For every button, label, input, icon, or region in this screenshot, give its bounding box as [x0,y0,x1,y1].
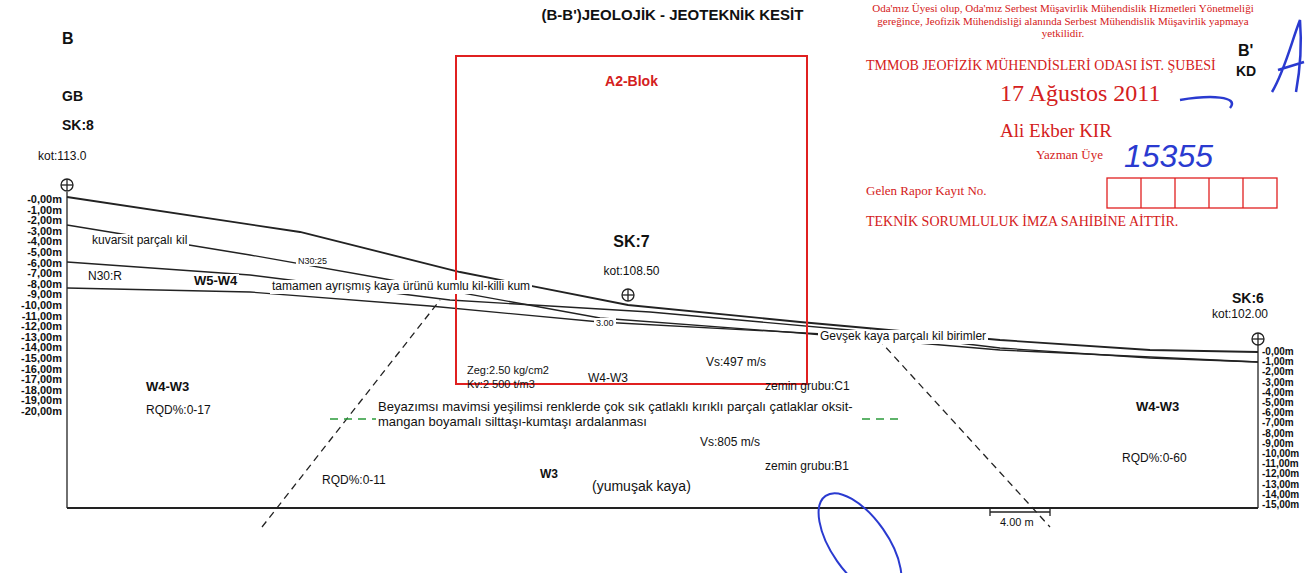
parameter-label: Kv:2 500 t/m3 [467,378,535,391]
borehole-name: SK:7 [457,233,806,251]
stamp-text: Oda'mız Üyesi olup, Oda'mız Serbest Müşa… [856,2,1270,40]
elevation-label: kot:102.00 [1212,308,1268,322]
spt-value: N30:R [86,270,124,284]
elevation-label: kot:108.50 [457,265,806,279]
velocity-label: Vs:805 m/s [700,436,760,450]
layer-label: Gevşek kaya parçalı kil birimler [818,330,988,344]
spt-value: N30:25 [296,256,329,266]
layer-label: kuvarsit parçalı kil [90,234,189,248]
depth-scale: -17,00m [8,374,62,385]
depth-scale: -15,00m [8,353,62,364]
layer-boundary [67,225,1258,362]
depth-scale: -13,00m [8,332,62,343]
weathering-grade: W4-W3 [588,372,628,386]
depth-scale: -6,00m [1262,408,1294,418]
depth-scale: -8,00m [8,279,62,290]
depth-scale: -11,00m [1262,459,1299,469]
zone-boundary [870,330,1050,527]
signature-scribble [1180,97,1232,108]
depth-value: 3.00 [594,318,616,328]
depth-scale: -18,00m [8,385,62,396]
stamp-oval [803,480,918,573]
depth-scale: -8,00m [1262,429,1294,439]
soil-group-label: zemin grubu:B1 [765,460,849,474]
weathering-grade: W4-W3 [146,380,189,395]
depth-scale: -2,00m [1262,367,1294,377]
record-number-boxes [1107,178,1277,208]
depth-scale: -3,00m [1262,378,1294,388]
borehole-name: SK:6 [1232,290,1264,306]
handwritten-number: 15355 [1124,138,1213,175]
depth-scale: -5,00m [8,247,62,258]
rqd-label: RQD%:0-17 [146,404,211,418]
depth-scale: -11,00m [8,311,62,322]
scale-bar [990,508,1050,516]
depth-scale: -12,00m [8,321,62,332]
diagram-title: (B-B')JEOLOJİK - JEOTEKNİK KESİT [500,6,845,23]
depth-scale: -16,00m [8,364,62,375]
direction-label: KD [1236,63,1256,79]
stamp-text: TEKNİK SORUMLULUK İMZA SAHİBİNE AİTTİR. [866,214,1178,230]
weathering-grade: W4-W3 [1136,400,1179,415]
block-outline: A2-BlokSK:7 kot:108.50 [455,55,808,385]
depth-scale: -2,00m [8,215,62,226]
depth-scale: -7,00m [8,268,62,279]
parameter-label: Zeg:2.50 kg/cm2 [467,364,549,377]
borehole-name: SK:8 [62,117,94,133]
stamp-text: Yazman Üye [1036,148,1103,163]
layer-label: tamamen ayrışmış kaya ürünü kumlu kil-ki… [270,280,532,294]
depth-scale: -12,00m [1262,469,1299,479]
layer-boundary [67,288,860,336]
right-axis [1257,345,1258,508]
stamp-name: Ali Ekber KIR [1000,120,1112,142]
depth-scale: -19,00m [8,395,62,406]
rqd-label: RQD%:0-11 [322,474,386,488]
depth-scale: -14,00m [8,342,62,353]
stamp-text: TMMOB JEOFİZİK MÜHENDİSLERİ ODASI İST. Ş… [866,58,1216,74]
direction-label: GB [62,88,83,104]
weathering-grade: W5-W4 [192,274,239,289]
weathering-grade: W3 [540,468,558,482]
borehole-symbol [1252,333,1264,345]
scale-label: 4.00 m [1000,516,1034,529]
velocity-label: Vs:497 m/s [706,356,766,370]
depth-scale: -9,00m [1262,439,1294,449]
depth-scale: -4,00m [1262,388,1294,398]
base-line [67,507,1258,509]
depth-scale: -4,00m [8,236,62,247]
depth-scale: -0,00m [1262,347,1294,357]
section-end: B' [1238,42,1253,60]
depth-scale: -3,00m [8,226,62,237]
left-axis [66,192,67,508]
borehole-symbol [622,289,634,301]
depth-scale: -10,00m [8,300,62,311]
soil-group-label: zemin grubu:C1 [765,380,850,394]
depth-scale: -14,00m [1262,490,1299,500]
depth-scale: -10,00m [1262,449,1299,459]
section-end: B [62,30,74,48]
elevation-label: kot:113.0 [38,150,86,164]
depth-scale: -9,00m [8,289,62,300]
depth-scale: -0,00m [8,194,62,205]
stamp-text: Gelen Rapor Kayıt No. [866,184,987,199]
borehole-symbol [61,179,73,191]
layer-boundary [67,262,1258,362]
block-name: A2-Blok [457,73,806,89]
rqd-label: RQD%:0-60 [1122,452,1187,466]
depth-scale: -13,00m [1262,480,1299,490]
signature-scribble [1272,20,1304,92]
depth-scale: -1,00m [1262,357,1294,367]
depth-scale: -5,00m [1262,398,1294,408]
rock-description: Beyazımsı mavimsi yeşilimsi renklerde ço… [376,400,860,430]
depth-scale: -7,00m [1262,418,1294,428]
depth-scale: -15,00m [1262,500,1299,510]
stamp-date: 17 Ağustos 2011 [1000,80,1160,108]
depth-scale: -1,00m [8,205,62,216]
depth-scale: -6,00m [8,258,62,269]
rock-class-label: (yumuşak kaya) [592,478,691,494]
depth-scale: -20,00m [8,406,62,417]
